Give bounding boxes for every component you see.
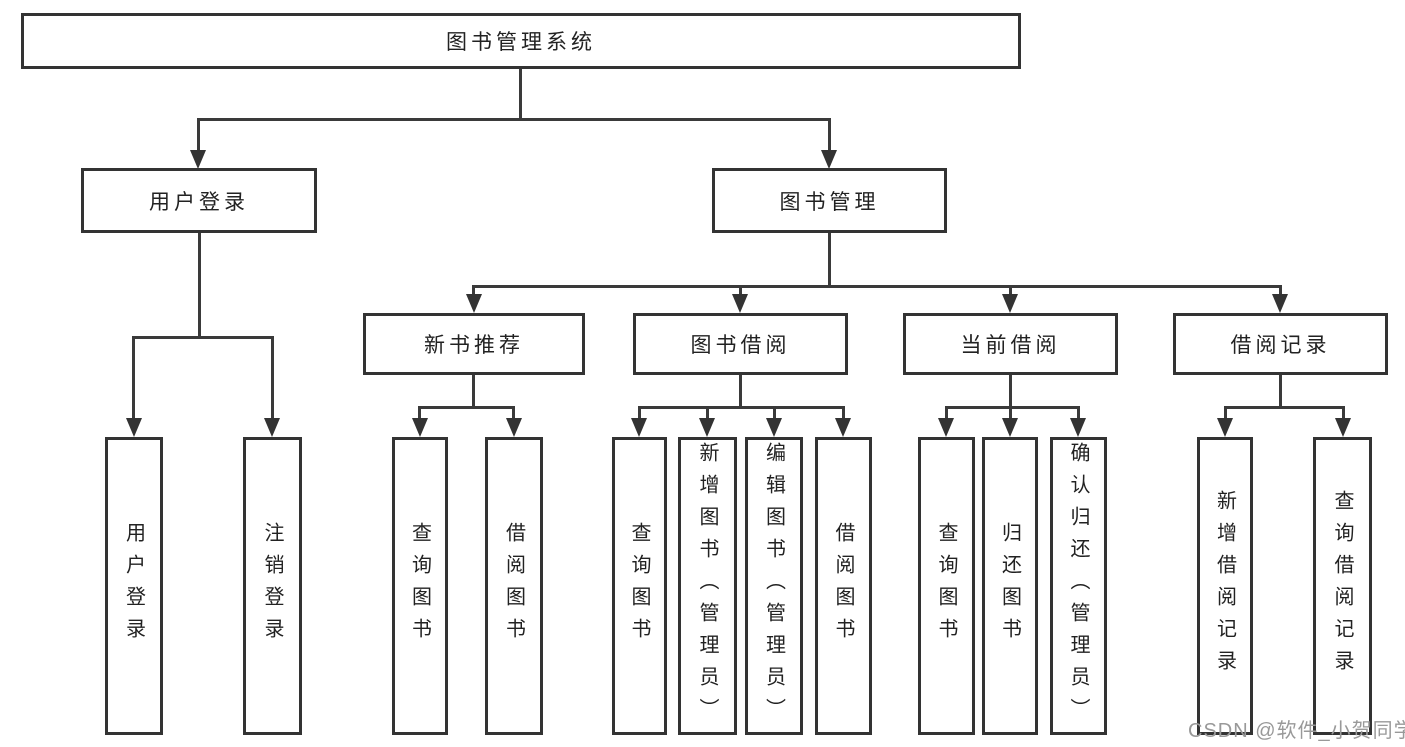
leaf-query-borrow-record-label: 查询借阅记录 [1331, 490, 1353, 682]
leaf-query-books-recommend-label: 查询图书 [408, 522, 431, 650]
arrow-down-icon [821, 150, 837, 169]
node-root: 图书管理系统 [21, 13, 1021, 69]
arrow-down-icon [1002, 294, 1018, 313]
connector-records-stem [1279, 375, 1282, 406]
arrow-down-icon [699, 418, 715, 437]
leaf-return-book: 归还图书 [982, 437, 1038, 735]
leaf-add-borrow-record-label: 新增借阅记录 [1213, 490, 1236, 682]
leaf-add-book-admin-label: 新增图书（管理员） [696, 442, 718, 730]
connector-drop [773, 406, 776, 420]
arrow-down-icon [1070, 418, 1086, 437]
leaf-query-books-current: 查询图书 [918, 437, 975, 735]
arrow-down-icon [412, 418, 428, 437]
leaf-borrow-books-recommend: 借阅图书 [485, 437, 543, 735]
leaf-edit-book-admin-label: 编辑图书（管理员） [762, 442, 785, 730]
connector-user-login-stem [198, 233, 201, 336]
node-current-borrowing: 当前借阅 [903, 313, 1118, 375]
connector-drop-leaf-user-login [132, 336, 135, 421]
leaf-query-books-current-label: 查询图书 [935, 522, 957, 650]
leaf-query-books-borrowing: 查询图书 [612, 437, 667, 735]
connector-drop [842, 406, 845, 420]
leaf-edit-book-admin: 编辑图书（管理员） [745, 437, 803, 735]
connector-drop [1077, 406, 1080, 420]
csdn-watermark: CSDN @软件_小贺同学 [1188, 720, 1405, 742]
connector-drop-new-book-recommend [472, 285, 475, 299]
node-user-login-label: 用户登录 [149, 190, 249, 214]
leaf-return-book-label: 归还图书 [998, 522, 1021, 650]
arrow-down-icon [1217, 418, 1233, 437]
arrow-down-icon [938, 418, 954, 437]
leaf-confirm-return-admin-label: 确认归还（管理员） [1067, 442, 1089, 730]
connector-borrowing-stem [739, 375, 742, 406]
connector-drop-user-login [197, 118, 200, 152]
arrow-down-icon [506, 418, 522, 437]
connector-drop-current-borrowing [1009, 285, 1012, 299]
arrow-down-icon [1002, 418, 1018, 437]
leaf-query-borrow-record: 查询借阅记录 [1313, 437, 1372, 735]
connector-records-rail [1224, 406, 1344, 409]
connector-drop [1342, 406, 1345, 420]
connector-borrowing-rail [638, 406, 845, 409]
arrow-down-icon [1272, 294, 1288, 313]
arrow-down-icon [766, 418, 782, 437]
connector-drop-book-management [828, 118, 831, 152]
node-user-login: 用户登录 [81, 168, 317, 233]
connector-root-stem [519, 69, 522, 118]
connector-current-stem [1009, 375, 1012, 406]
arrow-down-icon [835, 418, 851, 437]
arrow-down-icon [1335, 418, 1351, 437]
leaf-confirm-return-admin: 确认归还（管理员） [1050, 437, 1107, 735]
node-book-management: 图书管理 [712, 168, 947, 233]
connector-root-rail [197, 118, 831, 121]
leaf-borrow-books-borrowing: 借阅图书 [815, 437, 872, 735]
arrow-down-icon [126, 418, 142, 437]
leaf-query-books-recommend: 查询图书 [392, 437, 448, 735]
leaf-add-book-admin: 新增图书（管理员） [678, 437, 737, 735]
node-new-book-recommend-label: 新书推荐 [424, 334, 524, 357]
connector-recommend-rail [418, 406, 515, 409]
connector-drop [945, 406, 948, 420]
arrow-down-icon [732, 294, 748, 313]
connector-drop-borrowing-records [1279, 285, 1282, 299]
node-book-borrowing-label: 图书借阅 [690, 334, 791, 357]
connector-drop [512, 406, 515, 420]
node-new-book-recommend: 新书推荐 [363, 313, 585, 375]
connector-drop [638, 406, 641, 420]
arrow-down-icon [631, 418, 647, 437]
node-book-borrowing: 图书借阅 [633, 313, 848, 375]
leaf-logout-label: 注销登录 [261, 522, 283, 650]
node-borrowing-records: 借阅记录 [1173, 313, 1388, 375]
leaf-user-login-label: 用户登录 [122, 522, 145, 650]
arrow-down-icon [190, 150, 206, 169]
leaf-borrow-books-recommend-label: 借阅图书 [502, 522, 525, 650]
leaf-add-borrow-record: 新增借阅记录 [1197, 437, 1253, 735]
connector-book-management-stem [828, 233, 831, 285]
connector-drop-book-borrowing [739, 285, 742, 299]
node-current-borrowing-label: 当前借阅 [960, 334, 1061, 357]
connector-drop [706, 406, 709, 420]
connector-drop [1224, 406, 1227, 420]
node-root-label: 图书管理系统 [446, 31, 596, 54]
leaf-user-login: 用户登录 [105, 437, 163, 735]
connector-drop-leaf-logout [271, 336, 274, 421]
connector-drop [1009, 406, 1012, 420]
connector-book-management-rail [472, 285, 1281, 288]
arrow-down-icon [264, 418, 280, 437]
arrow-down-icon [466, 294, 482, 313]
connector-drop [418, 406, 421, 420]
leaf-borrow-books-borrowing-label: 借阅图书 [832, 522, 854, 650]
connector-user-login-rail [132, 336, 274, 339]
leaf-logout: 注销登录 [243, 437, 302, 735]
node-borrowing-records-label: 借阅记录 [1230, 334, 1331, 357]
connector-recommend-stem [472, 375, 475, 406]
connector-current-rail [945, 406, 1080, 409]
node-book-management-label: 图书管理 [779, 190, 880, 214]
leaf-query-books-borrowing-label: 查询图书 [628, 522, 650, 650]
